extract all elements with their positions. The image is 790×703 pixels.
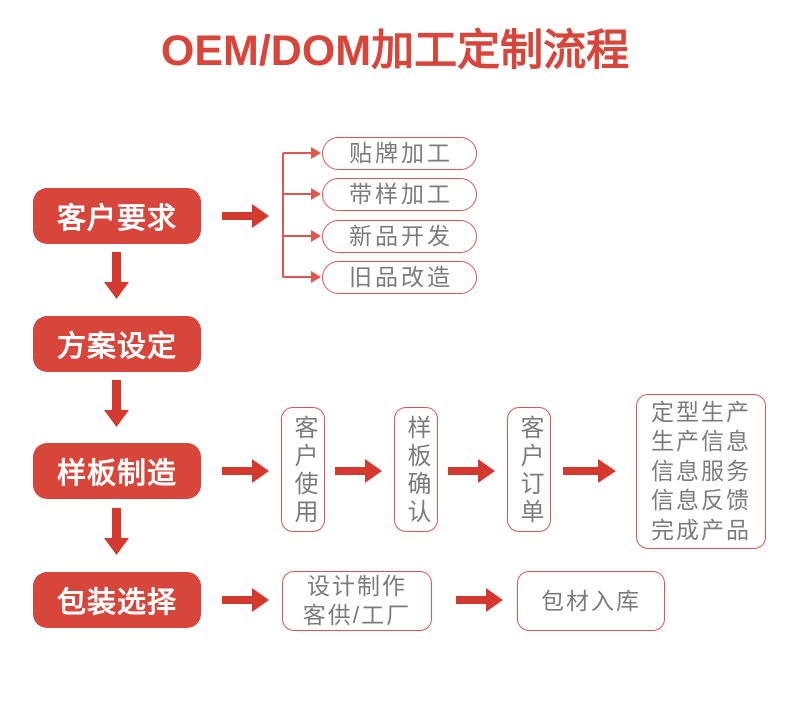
option-oem-processing[interactable]: 贴牌加工 [322, 137, 477, 170]
stage-packaging-selection[interactable]: 包装选择 [33, 572, 201, 628]
stage-customer-requirement[interactable]: 客户要求 [33, 188, 201, 244]
step-customer-use[interactable]: 客户使用 [281, 407, 325, 532]
arrow-down-icon [103, 380, 130, 428]
step-sample-confirm[interactable]: 样板确认 [394, 407, 438, 532]
option-new-product-development[interactable]: 新品开发 [322, 220, 477, 253]
arrow-down-icon [103, 252, 130, 300]
arrow-right-icon [222, 203, 270, 229]
production-line-2: 生产信息 [651, 428, 751, 455]
arrow-right-icon [222, 587, 270, 613]
step-customer-order[interactable]: 客户订单 [507, 407, 551, 532]
design-production-line-2: 客供/工厂 [302, 602, 412, 628]
option-old-product-remake[interactable]: 旧品改造 [322, 261, 477, 294]
branch-bracket-icon [281, 144, 325, 289]
box-design-production[interactable]: 设计制作 客供/工厂 [282, 571, 432, 631]
production-line-4: 信息反馈 [651, 487, 751, 514]
production-line-1: 定型生产 [651, 398, 751, 425]
stage-sample-manufacture[interactable]: 样板制造 [33, 443, 201, 499]
arrow-right-icon [456, 587, 504, 613]
arrow-down-icon [103, 508, 130, 556]
production-line-5: 完成产品 [651, 516, 751, 543]
arrow-right-icon [448, 458, 496, 484]
stage-plan-setting[interactable]: 方案设定 [33, 316, 201, 372]
box-production-summary[interactable]: 定型生产 生产信息 信息服务 信息反馈 完成产品 [636, 394, 766, 549]
box-packaging-warehouse[interactable]: 包材入库 [517, 571, 665, 631]
arrow-right-icon [222, 458, 270, 484]
arrow-right-icon [563, 458, 617, 484]
page-title: OEM/DOM加工定制流程 [160, 27, 630, 75]
option-sample-based-processing[interactable]: 带样加工 [322, 178, 477, 211]
design-production-line-1: 设计制作 [307, 572, 407, 599]
production-line-3: 信息服务 [651, 457, 751, 484]
arrow-right-icon [335, 458, 383, 484]
